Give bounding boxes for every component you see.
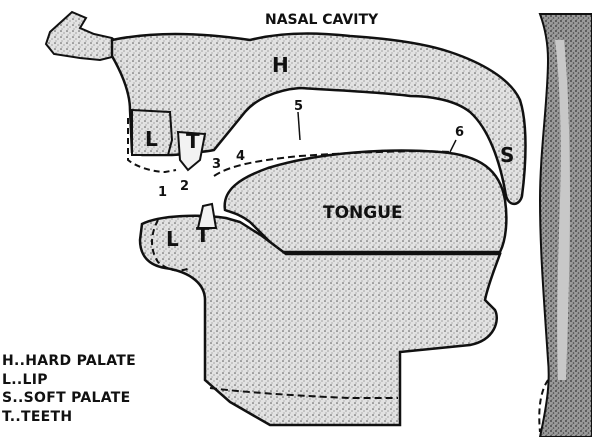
nose-shape bbox=[46, 12, 122, 60]
tongue-shape bbox=[225, 151, 507, 252]
legend-item-teeth: T..TEETH bbox=[2, 408, 136, 427]
place-6-number: 6 bbox=[455, 125, 464, 140]
legend-text: ..TEETH bbox=[10, 409, 73, 425]
legend-text: ..LIP bbox=[11, 372, 48, 388]
place-6-leader bbox=[450, 140, 456, 152]
nasal-cavity-label: NASAL CAVITY bbox=[265, 12, 379, 28]
legend-text: ..SOFT PALATE bbox=[12, 390, 130, 406]
soft-palate-marker: S bbox=[500, 143, 514, 167]
place-5-leader bbox=[298, 112, 300, 140]
upper-lip-marker: L bbox=[145, 127, 158, 151]
tongue-label: TONGUE bbox=[323, 203, 403, 223]
place-4-number: 4 bbox=[236, 149, 245, 164]
place-3-number: 3 bbox=[212, 157, 221, 172]
legend-item-hard-palate: H..HARD PALATE bbox=[2, 352, 136, 371]
legend: H..HARD PALATE L..LIP S..SOFT PALATE T..… bbox=[2, 352, 136, 426]
hard-palate-marker: H bbox=[272, 53, 289, 77]
legend-item-soft-palate: S..SOFT PALATE bbox=[2, 389, 136, 408]
legend-key: S bbox=[2, 390, 12, 406]
legend-item-lip: L..LIP bbox=[2, 371, 136, 390]
legend-key: L bbox=[2, 372, 11, 388]
legend-text: ..HARD PALATE bbox=[14, 353, 136, 369]
lower-teeth-marker: T bbox=[196, 223, 210, 247]
place-1-number: 1 bbox=[158, 185, 167, 200]
legend-key: H bbox=[2, 353, 14, 369]
place-2-number: 2 bbox=[180, 179, 189, 194]
upper-teeth-marker: T bbox=[186, 129, 200, 153]
legend-key: T bbox=[2, 409, 10, 425]
place-5-number: 5 bbox=[294, 99, 303, 114]
lower-lip-marker: L bbox=[166, 227, 179, 251]
